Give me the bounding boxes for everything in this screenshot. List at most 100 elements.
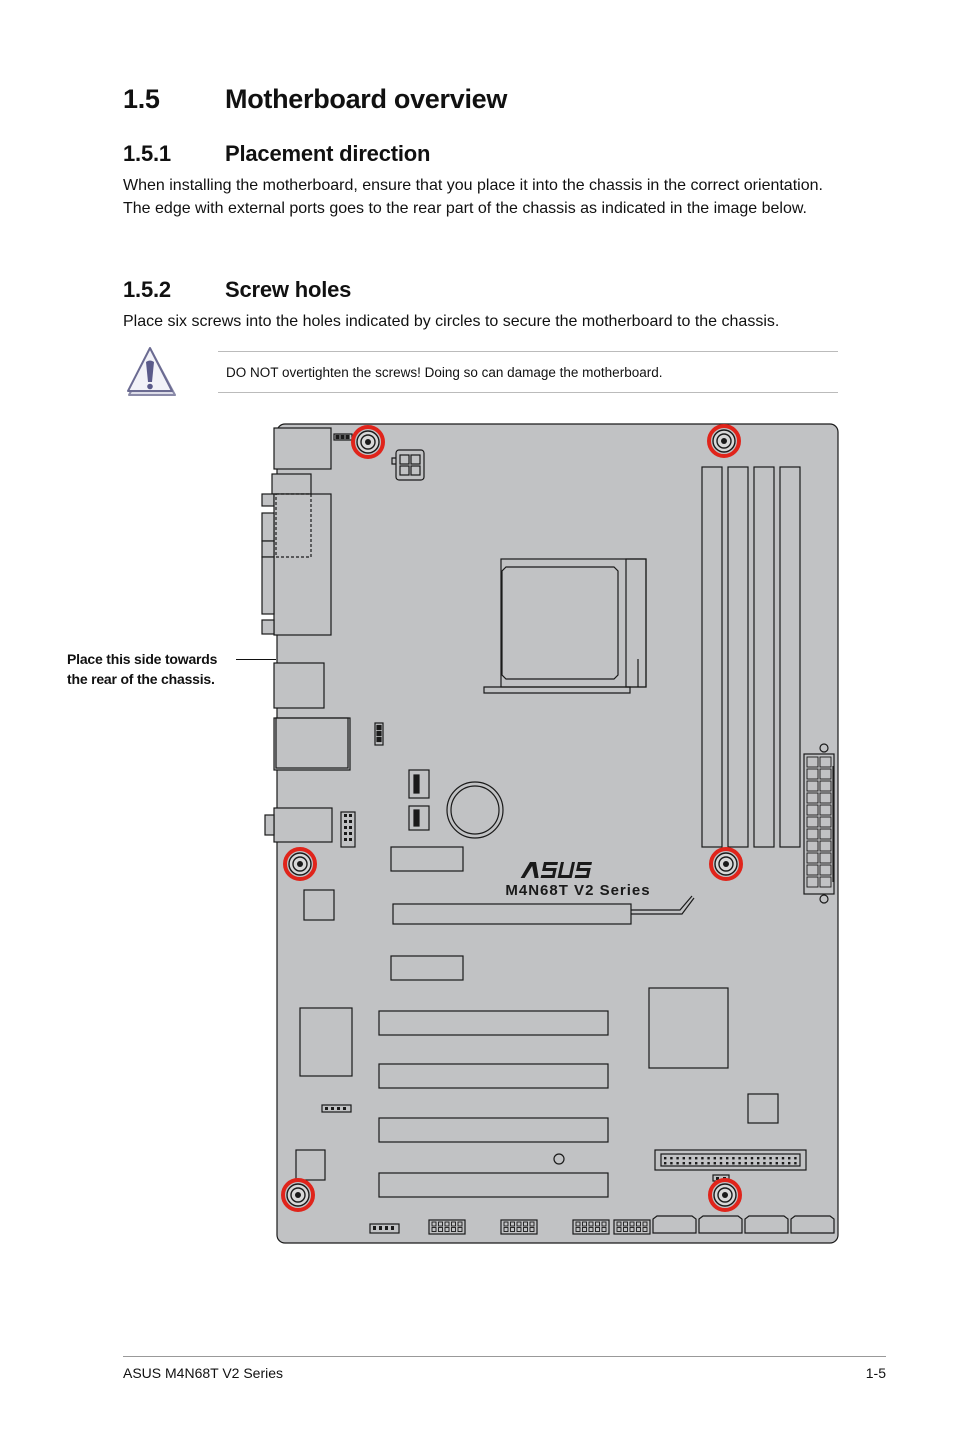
pin — [682, 1162, 685, 1165]
screw-hole-6 — [708, 1178, 742, 1212]
pci-slot-4 — [378, 1172, 609, 1198]
pin — [588, 1227, 594, 1232]
pin — [819, 816, 832, 828]
pin — [444, 1221, 450, 1227]
pin — [763, 1162, 766, 1165]
pin — [819, 840, 832, 852]
pin — [788, 1157, 791, 1160]
pin — [529, 1227, 535, 1232]
pin — [806, 876, 819, 888]
pin — [457, 1227, 463, 1232]
pin — [775, 1162, 778, 1165]
screw-hole-2 — [707, 424, 741, 458]
rear-side-callout: Place this side towards the rear of the … — [67, 649, 217, 689]
pin — [819, 864, 832, 876]
rear-port-ps2 — [273, 427, 332, 470]
screw-hole-1 — [351, 425, 385, 459]
pin — [806, 756, 819, 768]
pin — [806, 852, 819, 864]
pin — [582, 1227, 587, 1232]
header-2 — [500, 1219, 538, 1235]
pin — [629, 1227, 635, 1232]
ide-connector — [654, 1149, 807, 1171]
pin — [601, 1221, 607, 1227]
pin — [601, 1227, 607, 1232]
rear-port-lan — [273, 717, 351, 771]
pin — [806, 816, 819, 828]
section-number: 1.5 — [123, 84, 160, 114]
pin — [732, 1157, 735, 1160]
pin — [636, 1227, 641, 1232]
pin — [575, 1221, 581, 1227]
sata-port-4 — [790, 1215, 835, 1234]
pin — [713, 1157, 716, 1160]
warning-text: DO NOT overtighten the screws! Doing so … — [226, 365, 663, 380]
chip-small-1 — [303, 889, 335, 921]
pin — [523, 1221, 528, 1227]
header-1 — [428, 1219, 466, 1235]
pin — [819, 756, 832, 768]
pin — [757, 1157, 760, 1160]
pin — [781, 1157, 785, 1160]
pin — [713, 1162, 716, 1165]
pin — [670, 1157, 673, 1160]
pin — [642, 1227, 648, 1232]
pin — [616, 1227, 622, 1232]
chipset-southbridge — [648, 987, 729, 1069]
pin — [806, 792, 819, 804]
warning-note: DO NOT overtighten the screws! Doing so … — [218, 351, 838, 393]
pci-slot-3 — [378, 1117, 609, 1143]
rear-port-usb — [273, 662, 325, 709]
pin — [688, 1157, 692, 1160]
pin — [642, 1221, 648, 1227]
motherboard-diagram: M4N68T V2 Series — [261, 423, 839, 1244]
pin — [451, 1227, 456, 1232]
footer-product-name: ASUS M4N68T V2 Series — [123, 1365, 284, 1381]
pin — [701, 1157, 704, 1160]
pin — [623, 1227, 628, 1232]
pin — [503, 1221, 509, 1227]
dimm-slot-4 — [779, 466, 801, 848]
chip-small-3 — [747, 1093, 779, 1124]
screw-paragraph: Place six screws into the holes indicate… — [123, 313, 780, 330]
rear-port-audio — [273, 807, 333, 843]
dimm-slot-2 — [727, 466, 749, 848]
callout-line-2: the rear of the chassis. — [67, 671, 215, 687]
pin — [819, 780, 832, 792]
pin — [595, 1227, 600, 1232]
pin — [806, 828, 819, 840]
pci-slot-2 — [378, 1063, 609, 1089]
subsection-title: Placement direction — [225, 141, 431, 166]
pin — [451, 1221, 456, 1227]
pin — [588, 1221, 594, 1227]
chipset-slot-a — [390, 846, 464, 872]
footer-rule — [123, 1356, 886, 1357]
pin — [738, 1157, 741, 1160]
subsection-number: 1.5.2 — [123, 277, 171, 302]
pcie-x1-slot — [390, 955, 464, 981]
pin — [726, 1162, 729, 1165]
chip-small-2 — [295, 1149, 326, 1181]
pin — [750, 1157, 754, 1160]
atx-24pin-connector — [803, 753, 835, 895]
pin — [523, 1227, 528, 1232]
pin — [529, 1221, 535, 1227]
pin — [695, 1162, 698, 1165]
pin — [664, 1157, 667, 1160]
pin — [516, 1227, 522, 1232]
pin — [695, 1157, 698, 1160]
sata-port-1 — [652, 1215, 697, 1234]
rear-port-vga-dvi — [273, 493, 332, 636]
pin — [629, 1221, 635, 1227]
chip-audio — [299, 1007, 353, 1077]
pin — [806, 864, 819, 876]
pin — [788, 1162, 791, 1165]
subsection-number: 1.5.1 — [123, 141, 171, 166]
cmos-battery — [446, 781, 504, 839]
pin — [510, 1221, 515, 1227]
pin — [438, 1227, 443, 1232]
pin — [819, 876, 832, 888]
pin — [707, 1157, 710, 1160]
